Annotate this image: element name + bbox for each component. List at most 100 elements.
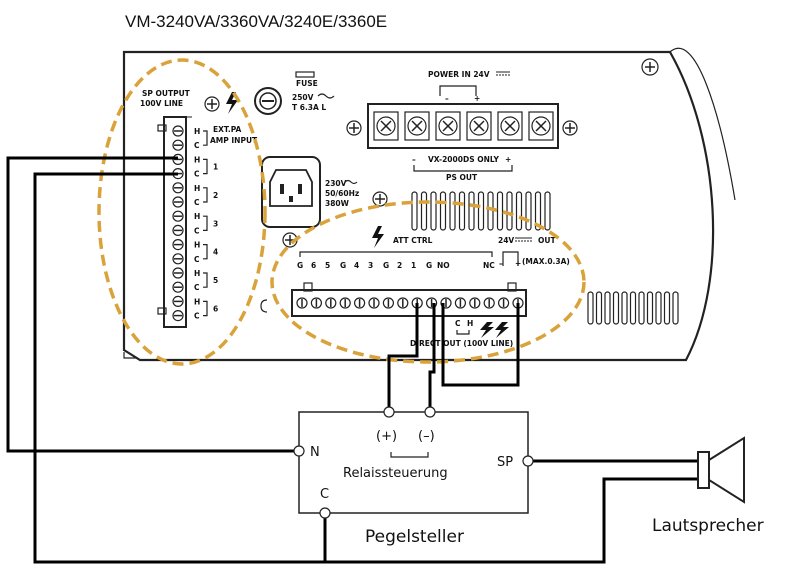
ac-wave-icon — [344, 179, 358, 185]
vent-slot — [468, 191, 475, 231]
att-terminal-screw — [339, 297, 351, 309]
high-voltage-icon — [480, 322, 494, 338]
vent-slot — [612, 291, 620, 325]
h-label: H — [194, 184, 200, 193]
out-minus: – — [499, 259, 503, 268]
level-controller: (+) (–) Relaissteuerung N SP C Pegelstel… — [293, 406, 534, 547]
att-ctrl-highlight — [270, 200, 586, 364]
vent-slot — [672, 291, 679, 325]
ground-screw-icon — [372, 191, 388, 207]
h-label: H — [194, 155, 200, 164]
h-label: H — [194, 241, 200, 250]
att-terminal-screw — [325, 297, 337, 309]
fuse-label: FUSE — [296, 79, 318, 88]
ps-out-plus: + — [505, 155, 511, 164]
att-terminal-label: 1 — [411, 261, 416, 270]
att-terminal-label: G — [383, 261, 389, 270]
att-terminal-screw — [454, 297, 466, 309]
c-label: C — [194, 283, 200, 292]
sp-terminal-screw — [172, 210, 184, 222]
direct-out-label: DIRECT OUT (100V LINE) — [410, 339, 513, 348]
direct-out-h: H — [467, 319, 473, 328]
c-label: C — [320, 487, 329, 502]
ac-symbol-icon — [317, 93, 335, 99]
ps-terminal-screw — [373, 111, 399, 141]
att-terminal-label: 6 — [311, 261, 316, 270]
out-24v-label: 24V — [498, 236, 514, 245]
ps-terminal-screw — [435, 111, 461, 141]
att-terminal-screw — [368, 297, 380, 309]
diagram-title: VM-3240VA/3360VA/3240E/3360E — [125, 12, 387, 31]
att-terminal-label: 4 — [354, 261, 359, 270]
ac-power-label: 380W — [325, 199, 350, 208]
ac-voltage-label: 230V — [325, 179, 347, 188]
wiring — [6, 156, 698, 564]
ps-out-minus: – — [412, 155, 416, 164]
zone-number: 5 — [213, 276, 218, 285]
level-controller-box — [298, 411, 529, 514]
vent-slot — [646, 291, 654, 325]
out-max-label: (MAX.0.3A) — [522, 257, 570, 266]
c-label: C — [194, 226, 200, 235]
vent-slot — [477, 191, 485, 231]
att-terminal-screw — [498, 297, 510, 309]
vent-slot — [663, 291, 671, 325]
c-label: C — [194, 312, 200, 321]
fuse-holder-icon — [254, 87, 282, 115]
sp-terminal-screw — [172, 182, 184, 194]
vent-slot — [430, 191, 437, 231]
att-terminal-screw — [469, 297, 481, 309]
sp-output-label: SP OUTPUT — [142, 89, 191, 98]
att-terminal-label: G — [426, 261, 432, 270]
h-label: H — [194, 269, 200, 278]
ac-inlet-icon — [261, 156, 321, 228]
sp-terminal-screw — [172, 295, 184, 307]
vent-slot — [544, 191, 551, 231]
sp-terminal-screw — [172, 196, 184, 208]
wire-relay-minus — [428, 303, 436, 410]
amp-input-label: AMP INPUT — [210, 136, 258, 145]
c-label: C — [194, 198, 200, 207]
amplifier-rear-panel: SP OUTPUT 100V LINE FUSE 250V T 6.3A L E… — [122, 47, 736, 362]
vent-slot — [420, 191, 428, 231]
att-ctrl-label: ATT CTRL — [393, 236, 433, 245]
wire-sp-2 — [323, 477, 698, 564]
ps-out-label: PS OUT — [446, 173, 478, 182]
n-terminal — [293, 445, 305, 457]
vent-slots-top — [411, 191, 551, 231]
vent-slot — [534, 191, 542, 231]
pair-bracket — [203, 272, 208, 288]
vent-slot — [587, 291, 594, 325]
pair-bracket — [203, 215, 208, 231]
sp-terminal-screw — [172, 281, 184, 293]
c-terminal — [319, 507, 331, 519]
relay-bracket — [390, 452, 429, 458]
ps-terminal-block — [367, 103, 559, 149]
vent-slot — [496, 191, 504, 231]
ps-terminal-screw — [466, 111, 492, 141]
sp-terminal — [522, 455, 534, 467]
vent-slot — [621, 291, 628, 325]
speaker-label: Lautsprecher — [652, 516, 764, 536]
ps-out-bracket — [413, 165, 513, 172]
power-in-bracket — [439, 85, 477, 96]
vent-slot — [595, 291, 603, 325]
ps-terminal-screw — [528, 111, 554, 141]
ac-frequency-label: 50/60Hz — [325, 189, 359, 198]
att-terminal-label: 2 — [397, 261, 402, 270]
sp-terminal-screw — [172, 253, 184, 265]
zone-number: 4 — [213, 248, 218, 257]
sp-terminal-screw — [172, 125, 184, 137]
c-label: C — [194, 141, 200, 150]
sp-terminal-screw — [172, 310, 184, 322]
high-voltage-icon — [226, 92, 238, 114]
vent-slot — [506, 191, 513, 231]
c-label: C — [194, 255, 200, 264]
att-ctrl-bracket — [299, 251, 493, 257]
speaker-icon — [697, 436, 745, 504]
att-terminal-screw — [397, 297, 409, 309]
att-terminal-screw — [483, 297, 495, 309]
vent-slot — [411, 191, 418, 231]
ext-pa-label: EXT.PA — [213, 125, 242, 134]
